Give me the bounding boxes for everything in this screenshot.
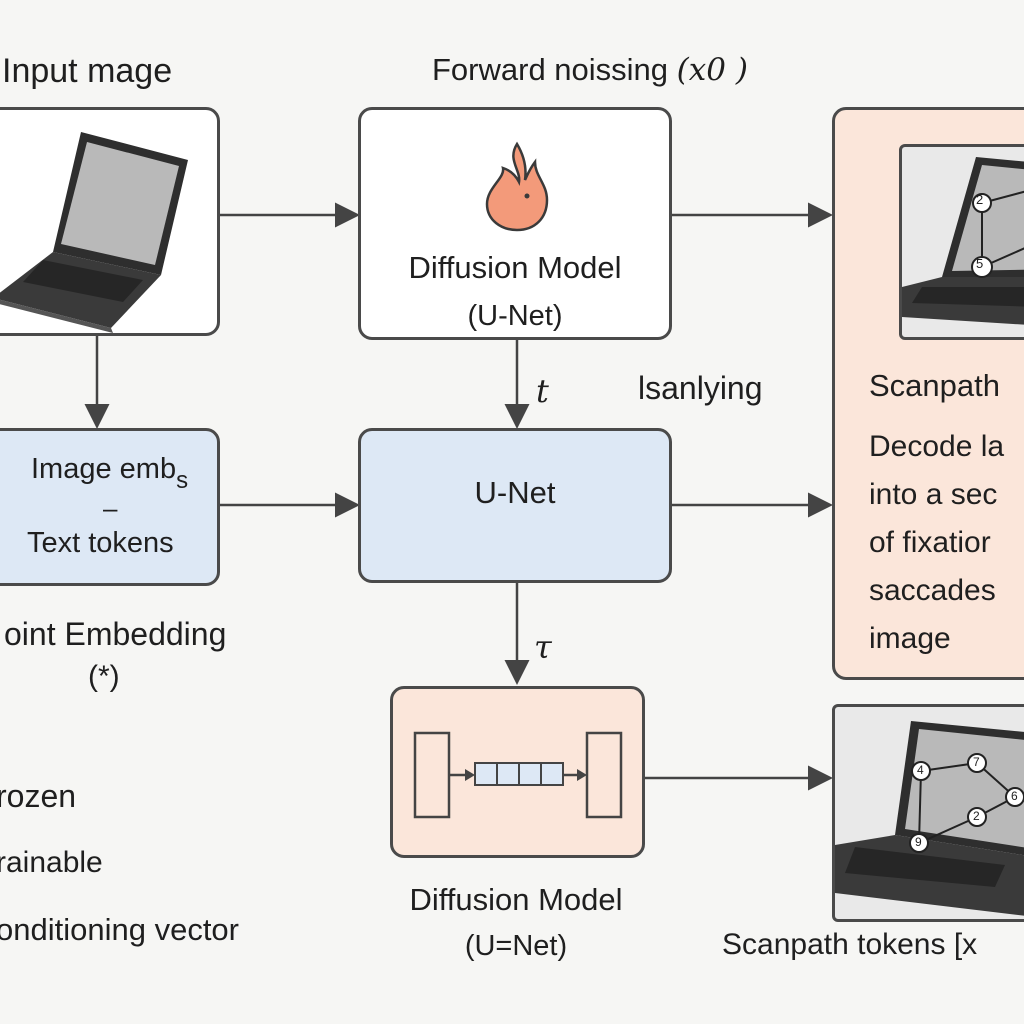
tau-symbol: τ	[534, 628, 552, 666]
scanpath-node-2: 2	[973, 809, 980, 823]
diffusion-model-bottom-title: Diffusion Model	[409, 882, 623, 917]
scanpath-top-image: 2 5	[899, 144, 1024, 340]
forward-noising-label: Forward noissing (x0 )	[432, 52, 748, 88]
legend-conditioning-vector: onditioning vector	[0, 912, 239, 947]
embedding-box: Image embs – Text tokens	[0, 428, 220, 586]
joint-embedding-symbol: (*)	[88, 660, 120, 693]
text-tokens-label: Text tokens	[27, 527, 174, 559]
scanpath-desc-3: of fixatior	[869, 526, 991, 559]
input-image-box	[0, 107, 220, 336]
scanpath-desc-4: saccades	[869, 574, 996, 607]
image-emb-text: Image emb	[31, 453, 177, 485]
legend-trainable: rainable	[0, 846, 103, 879]
scanpath-node-9: 9	[915, 835, 922, 849]
t-symbol: t	[536, 372, 549, 410]
scanpath-panel: 2 5 Scanpath Decode la into a sec of fix…	[832, 107, 1024, 680]
scanpath-desc-1: Decode la	[869, 430, 1005, 463]
forward-noising-text: Forward noissing	[432, 52, 669, 87]
scanpath-top-node-2: 2	[976, 192, 984, 207]
diffusion-model-top-title: Diffusion Model	[408, 250, 622, 285]
scanpath-top-node-5: 5	[976, 256, 984, 271]
diffusion-model-bottom-box	[390, 686, 645, 858]
input-image-label: Input mage	[2, 52, 173, 90]
laptop-icon	[0, 132, 188, 333]
learning-label: lsanlying	[638, 370, 763, 406]
embedding-dash: –	[103, 493, 118, 523]
diffusion-model-top-subtitle: (U-Net)	[467, 300, 563, 332]
scanpath-node-7: 7	[973, 755, 980, 769]
scanpath-top-laptop-icon	[902, 157, 1024, 325]
scanpath-title: Scanpath	[869, 368, 1000, 403]
diffusion-model-bottom-subtitle: (U=Net)	[464, 930, 568, 962]
joint-embedding-label: oint Embedding	[4, 616, 227, 652]
scanpath-node-4: 4	[917, 763, 924, 777]
scanpath-desc-5: image	[869, 622, 951, 655]
forward-noising-math: (x0 )	[676, 52, 748, 88]
scanpath-node-6: 6	[1011, 789, 1018, 803]
diffusion-model-top-box: Diffusion Model (U-Net)	[358, 107, 672, 340]
flame-icon	[485, 141, 549, 232]
scanpath-bottom-image: 4 7 6 2 9	[832, 704, 1024, 922]
scanpath-tokens-label: Scanpath tokens [x	[722, 928, 978, 961]
scanpath-bottom-laptop-icon	[835, 721, 1024, 916]
unet-center-label: U-Net	[474, 475, 556, 510]
unet-center-box: U-Net	[358, 428, 672, 583]
scanpath-desc-2: into a sec	[869, 478, 998, 511]
legend-frozen: rozen	[0, 778, 77, 814]
image-emb-suffix: s	[176, 467, 189, 494]
encoder-decoder-diagram	[413, 731, 623, 819]
image-emb-label: Image embs	[31, 453, 188, 494]
